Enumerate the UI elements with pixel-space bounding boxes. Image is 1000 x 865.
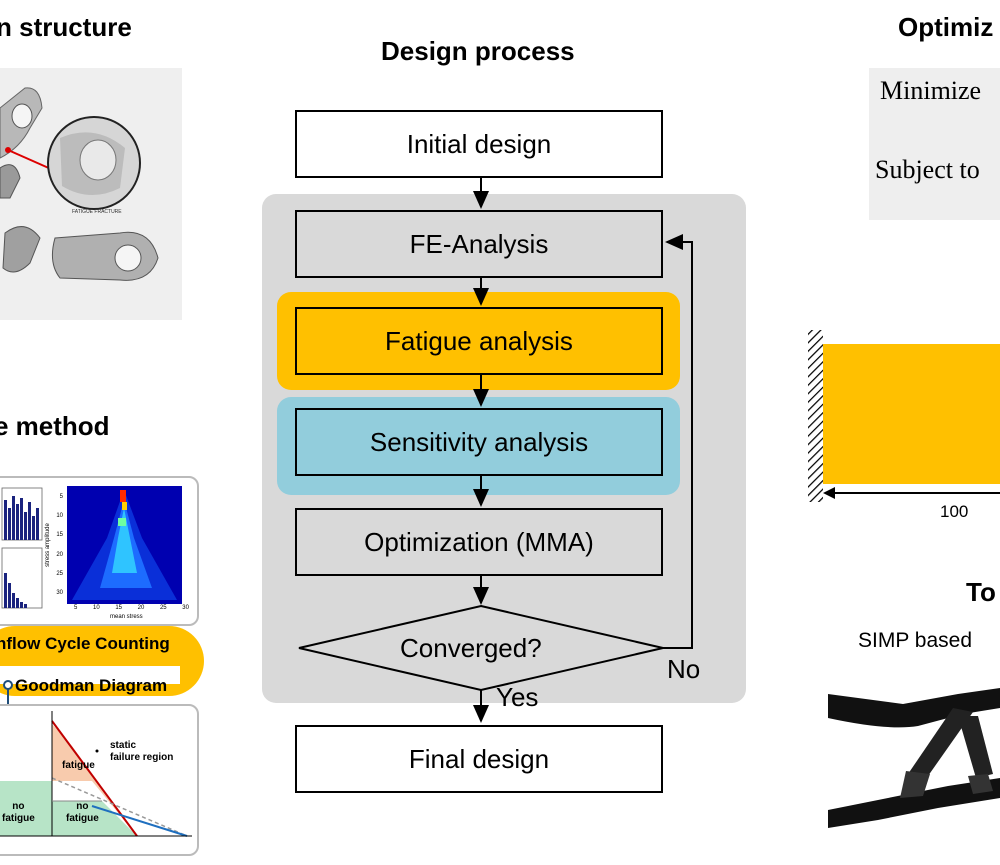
- simp-label: SIMP based: [858, 629, 973, 652]
- fe-analysis-label: FE-Analysis: [409, 228, 549, 259]
- initial-design-box: Initial design: [295, 110, 663, 178]
- final-design-label: Final design: [408, 743, 550, 774]
- fatigue-label: fatigue: [62, 760, 95, 771]
- sensitivity-analysis-label: Sensitivity analysis: [369, 426, 589, 457]
- y-tick: 10: [56, 513, 63, 520]
- fracture-caption: FATIGUE FRACTURE: [72, 209, 122, 215]
- y-tick: 30: [56, 590, 63, 597]
- optimization-heading: Optimiz: [898, 12, 994, 42]
- final-design-box: Final design: [295, 725, 663, 793]
- goodman-label: Goodman Diagram: [15, 676, 168, 695]
- histogram-panel: 5 10 15 20 25 30 stress amplitude 5 10 1…: [0, 476, 199, 626]
- formulation-panel: [869, 68, 1000, 220]
- goodman-diagram: static failure region fatigue no fatigue…: [0, 704, 199, 856]
- x-tick: 10: [92, 605, 100, 611]
- dimension-label: 100: [940, 502, 969, 521]
- rainflow-pill: [0, 626, 204, 696]
- topology-result: [828, 686, 1000, 832]
- fe-analysis-box: FE-Analysis: [295, 210, 663, 278]
- minimize-label: Minimize: [880, 76, 982, 105]
- fatigue-analysis-label: Fatigue analysis: [385, 325, 573, 356]
- y-tick: 5: [59, 494, 63, 500]
- optimization-mma-box: Optimization (MMA): [295, 508, 663, 576]
- no-fatigue-label-1: no fatigue: [2, 801, 35, 824]
- optimization-mma-label: Optimization (MMA): [364, 526, 594, 557]
- topology-heading: To: [966, 577, 996, 607]
- structure-heading: n structure: [0, 12, 132, 42]
- fatigue-analysis-box: Fatigue analysis: [295, 307, 663, 375]
- fracture-photo: FATIGUE FRACTURE: [0, 68, 182, 320]
- y-tick: 20: [56, 551, 63, 558]
- x-tick: 20: [137, 605, 145, 611]
- heatmap-y-ticks: 5 10 15 20 25 30: [51, 488, 63, 603]
- no-fatigue-label-2: no fatigue: [66, 801, 99, 824]
- y-tick: 25: [56, 570, 63, 577]
- x-tick: 25: [159, 605, 167, 611]
- heatmap-x-label: mean stress: [110, 614, 143, 620]
- x-tick: 5: [74, 605, 78, 611]
- rainflow-label: nflow Cycle Counting: [0, 634, 170, 653]
- x-tick: 30: [182, 605, 189, 611]
- initial-design-label: Initial design: [406, 128, 552, 159]
- no-label: No: [667, 654, 701, 684]
- heatmap-x-ticks: 5 10 15 20 25 30: [74, 605, 189, 611]
- x-tick: 15: [115, 605, 122, 611]
- design-process-title: Design process: [381, 36, 575, 66]
- sensitivity-analysis-box: Sensitivity analysis: [295, 408, 663, 476]
- subject-to-label: Subject to: [875, 155, 980, 184]
- converged-decision: Converged?: [400, 633, 542, 663]
- method-heading: e method: [0, 411, 110, 441]
- goodman-inner: [0, 666, 180, 684]
- yes-label: Yes: [496, 682, 539, 712]
- static-region-label: static failure region: [110, 740, 174, 763]
- design-domain-sketch: [808, 330, 1000, 502]
- y-tick: 15: [56, 532, 63, 539]
